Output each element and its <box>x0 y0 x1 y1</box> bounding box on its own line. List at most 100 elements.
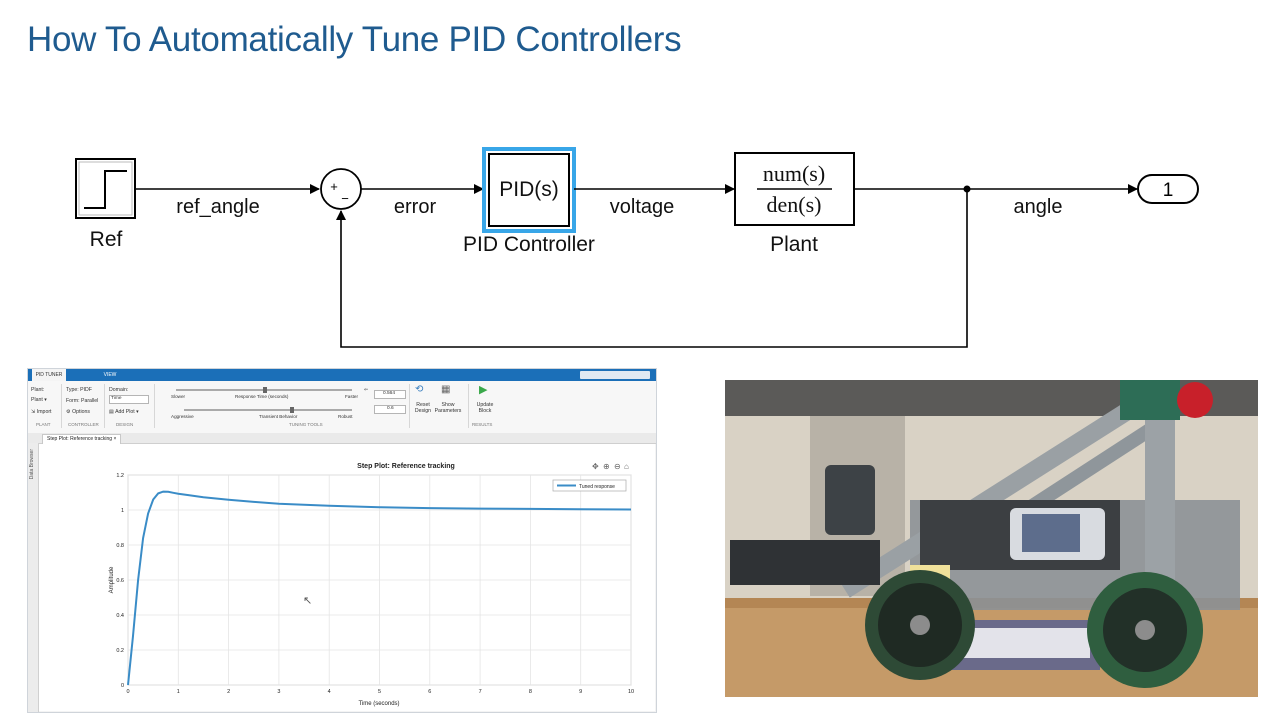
block-diagram: Ref ref_angle + − error PID(s) PID Contr… <box>75 147 1199 348</box>
voltage-signal-label: voltage <box>610 196 675 218</box>
ref-angle-signal-label: ref_angle <box>176 196 259 218</box>
plant-transfer-fcn-block[interactable] <box>734 152 855 226</box>
transient-behavior-slider-knob[interactable] <box>290 407 294 413</box>
plant-block-label: Plant <box>770 233 818 256</box>
x-tick-label: 7 <box>479 689 482 695</box>
plant-section-label: PLANT <box>36 422 51 427</box>
plant-numerator: num(s) <box>763 161 825 186</box>
tuning-tools-section-label: TUNING TOOLS <box>289 422 323 427</box>
play-icon: ▶ <box>479 384 488 396</box>
document-tab-row: Step Plot: Reference tracking × <box>28 433 656 444</box>
options-button[interactable]: ⚙ Options <box>66 409 90 415</box>
close-icon[interactable]: × <box>113 436 117 442</box>
restore-view-icon[interactable]: ⌂ <box>624 462 629 471</box>
zoom-out-icon[interactable]: ⊖ <box>614 462 621 471</box>
y-tick-label: 0.6 <box>116 578 124 584</box>
data-browser-strip[interactable] <box>28 443 39 712</box>
plant-denominator: den(s) <box>767 192 822 217</box>
transient-behavior-slider[interactable] <box>184 409 352 411</box>
plant-dropdown[interactable]: Plant ▾ <box>31 397 47 403</box>
error-signal-label: error <box>394 196 437 218</box>
options-label: Options <box>72 409 90 415</box>
x-tick-label: 3 <box>277 689 280 695</box>
ribbon-divider <box>468 384 469 428</box>
pid-tuner-window: PID TUNER VIEW Plant: Plant ▾ ⇲ Import P… <box>27 368 657 713</box>
response-time-slider-knob[interactable] <box>263 387 267 393</box>
zoom-in-icon[interactable]: ⊕ <box>603 462 610 471</box>
y-tick-label: 0.8 <box>116 543 124 549</box>
pid-block-text: PID(s) <box>499 178 559 201</box>
ribbon-divider <box>154 384 155 428</box>
ribbon-divider <box>104 384 105 428</box>
domain-dropdown[interactable]: Time <box>109 395 149 404</box>
robot-photo <box>725 380 1258 697</box>
domain-dropdown-value: Time <box>111 396 122 401</box>
y-tick-label: 0.2 <box>116 648 124 654</box>
type-selector[interactable]: Type: PIDF <box>66 387 92 393</box>
x-tick-label: 5 <box>378 689 381 695</box>
plot-icon: ▤ <box>109 409 116 415</box>
x-tick-label: 9 <box>579 689 582 695</box>
x-axis-label: Time (seconds) <box>358 701 399 707</box>
x-tick-label: 6 <box>428 689 431 695</box>
tab-step-plot[interactable]: Step Plot: Reference tracking × <box>42 434 122 444</box>
robot-illustration <box>725 380 1258 697</box>
response-time-field[interactable]: 0.564 <box>374 390 406 399</box>
y-axis-label: Amplitude <box>109 566 115 593</box>
y-tick-label: 1 <box>121 508 124 514</box>
outport-block[interactable] <box>1137 174 1199 204</box>
step-plot: Step Plot: Reference tracking ✥ ⊕ ⊖ ⌂ 0 1… <box>39 444 655 711</box>
add-plot-button[interactable]: ▤ Add Plot ▾ <box>109 409 139 415</box>
slower-label: Slower <box>171 394 186 399</box>
y-tick-label: 1.2 <box>116 473 124 479</box>
aggressive-label: Aggressive <box>171 414 194 419</box>
search-input[interactable] <box>580 371 650 379</box>
pan-icon[interactable]: ✥ <box>592 462 599 471</box>
tab-pid-tuner[interactable]: PID TUNER <box>32 369 66 381</box>
transient-behavior-label: Transient Behavior <box>259 414 298 419</box>
controller-section-label: CONTROLLER <box>68 422 99 427</box>
ref-block-label: Ref <box>90 228 123 251</box>
tuner-tab-bar: PID TUNER VIEW <box>28 369 656 381</box>
plot-legend[interactable]: Tuned response <box>552 479 627 492</box>
step-icon <box>84 170 127 209</box>
table-icon: ▦ <box>441 384 451 395</box>
gear-icon: ⚙ <box>66 409 73 415</box>
angle-signal-label: angle <box>1014 196 1063 218</box>
form-selector[interactable]: Form: Parallel <box>66 398 99 404</box>
tab-step-plot-label: Step Plot: Reference tracking <box>47 436 113 442</box>
pid-controller-block[interactable] <box>482 147 576 233</box>
y-tick-label: 0 <box>121 683 124 689</box>
feedback-signal-line[interactable] <box>336 189 968 348</box>
ribbon-divider <box>61 384 62 428</box>
x-tick-label: 1 <box>177 689 180 695</box>
transient-behavior-field[interactable]: 0.6 <box>374 405 406 414</box>
ref-step-block[interactable] <box>75 158 136 219</box>
results-section-label: RESULTS <box>472 422 493 427</box>
reset-icon: ⟲ <box>415 384 424 395</box>
collapse-arrow-icon[interactable]: ⇐ <box>364 387 369 393</box>
faster-label: Faster <box>345 394 359 399</box>
import-button[interactable]: ⇲ Import <box>31 409 52 415</box>
tuned-response-line[interactable] <box>127 490 632 686</box>
slide-title: How To Automatically Tune PID Controller… <box>27 20 682 59</box>
mouse-cursor-icon: ↖ <box>303 595 312 607</box>
x-tick-label: 0 <box>126 689 129 695</box>
x-tick-label: 10 <box>628 689 634 695</box>
legend-label: Tuned response <box>579 484 615 490</box>
tab-view[interactable]: VIEW <box>103 372 117 378</box>
sum-minus-sign: − <box>341 191 349 206</box>
x-tick-label: 4 <box>328 689 331 695</box>
domain-label: Domain: <box>109 387 129 393</box>
pid-controller-label: PID Controller <box>463 233 595 256</box>
x-tick-label: 2 <box>227 689 230 695</box>
outport-number: 1 <box>1163 180 1174 201</box>
response-time-label: Response Time (seconds) <box>235 394 289 399</box>
transient-behavior-value: 0.6 <box>387 406 394 411</box>
plot-title: Step Plot: Reference tracking <box>357 463 455 470</box>
plot-toolbar: ✥ ⊕ ⊖ ⌂ <box>592 462 629 471</box>
sum-plus-sign: + <box>330 179 338 194</box>
update-block-label: Update Block <box>476 402 494 414</box>
show-parameters-label: Show Parameters <box>434 402 462 414</box>
robust-label: Robust <box>338 414 353 419</box>
